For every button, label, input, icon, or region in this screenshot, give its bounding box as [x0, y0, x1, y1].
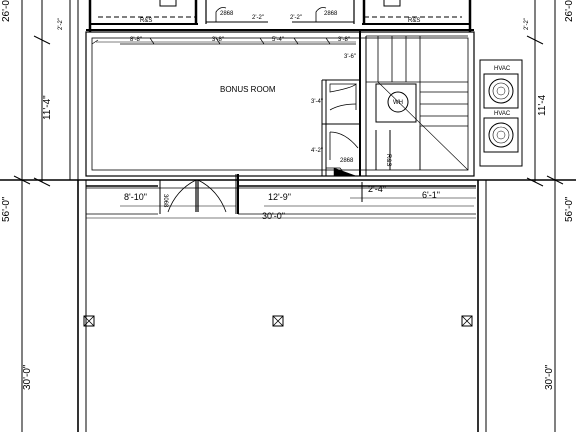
- rs-label-top-left: R&S: [140, 18, 152, 24]
- dim-30-0-bottom: 30'-0": [262, 211, 285, 221]
- door-label-2868-c: 2868: [340, 158, 354, 164]
- dim-26-0-left: 26'-0": [1, 0, 12, 22]
- dim-5-4: 5'-4": [272, 37, 284, 43]
- rs-label-top-right: R&S: [408, 18, 420, 24]
- door-label-3068: 3068: [162, 194, 168, 208]
- dim-12-9: 12'-9": [268, 192, 291, 202]
- dim-11-4-left: 11'-4": [42, 95, 53, 120]
- dim-2-2-d: 2'-2": [524, 18, 530, 30]
- dim-3-8-a: 3'-8": [212, 37, 224, 43]
- water-heater-label: WH: [393, 100, 403, 106]
- dim-3-4: 3'-4": [311, 99, 323, 105]
- dim-2-2-c: 2'-2": [290, 15, 302, 21]
- hvac-label-2: HVAC: [494, 111, 511, 117]
- door-label-2868-a: 2868: [220, 11, 234, 17]
- door-label-2868-b: 2868: [324, 11, 338, 17]
- dim-56-0-left: 56'-0": [1, 196, 12, 222]
- dim-2-2-a: 2'-2": [58, 18, 64, 30]
- dim-8-8: 8'-8": [130, 37, 142, 43]
- dim-4-2: 4'-2": [311, 148, 323, 154]
- dim-3-8-b: 3'-8": [338, 37, 350, 43]
- dim-8-10: 8'-10": [124, 192, 147, 202]
- rs-label-closet: R&S: [385, 154, 391, 166]
- dim-3-6: 3'-6": [344, 54, 356, 60]
- hvac-label-1: HVAC: [494, 66, 511, 72]
- room-label-bonus: BONUS ROOM: [220, 85, 276, 94]
- dim-56-0-right: 56'-0": [564, 196, 575, 222]
- dim-6-1: 6'-1": [422, 190, 440, 200]
- dim-30-0-right: 30'-0": [544, 364, 555, 390]
- dim-2-2-b: 2'-2": [252, 15, 264, 21]
- dim-11-4-right: 11'-4: [537, 94, 548, 116]
- dim-26-0-right: 26'-0": [564, 0, 575, 22]
- dim-30-0-left: 30'-0": [22, 364, 33, 390]
- dim-2-4: 2'-4": [368, 184, 386, 194]
